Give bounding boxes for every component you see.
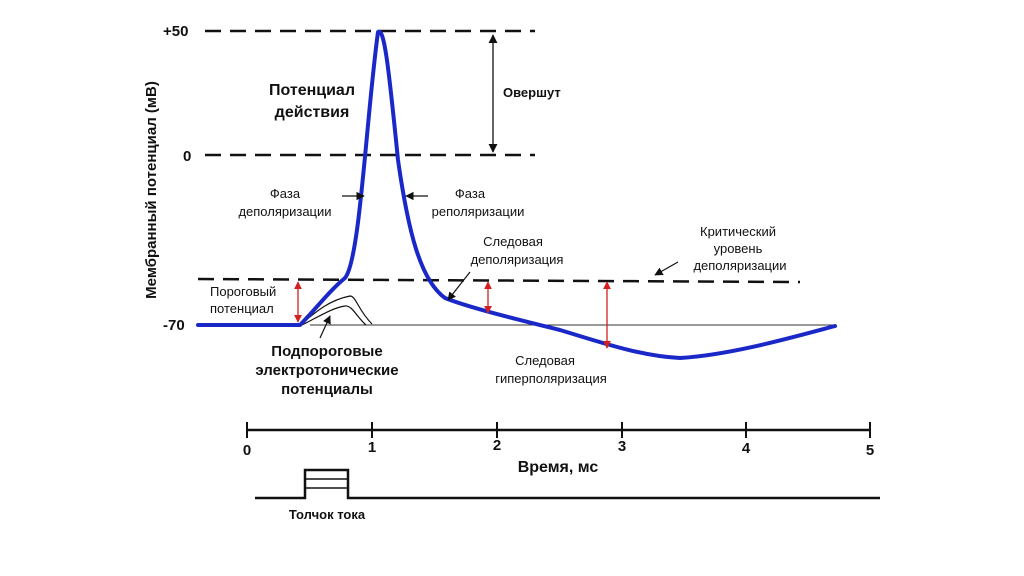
x-tick-3: 3: [618, 438, 626, 455]
y-tick-zero: 0: [183, 148, 191, 165]
trace-depol-label-line2: деполяризация: [471, 252, 564, 267]
x-tick-0: 0: [243, 442, 251, 459]
stimulus-label: Толчок тока: [289, 507, 366, 522]
x-tick-5: 5: [866, 442, 874, 459]
subthreshold-curve-2: [301, 305, 367, 326]
x-tick-1: 1: [368, 439, 376, 456]
trace-hyper-label-line2: гиперполяризация: [495, 371, 607, 386]
y-axis-title: Мембранный потенциал (мВ): [143, 81, 160, 299]
ap-label-line1: Потенциал: [269, 82, 355, 99]
subthreshold-pointer-arrow: [319, 315, 331, 339]
critical-level-dashed-line: [197, 277, 801, 284]
trace-depol-label-line1: Следовая: [483, 234, 543, 249]
trace-depol-pointer-arrow: [447, 271, 471, 301]
x-tick-4: 4: [742, 440, 751, 457]
repol-label-line1: Фаза: [455, 186, 486, 201]
subthreshold-label-line1: Подпороговые: [271, 343, 382, 360]
critical-pointer-arrow: [654, 261, 679, 276]
critical-label-line3: деполяризации: [693, 258, 786, 273]
threshold-label-line2: потенциал: [210, 301, 274, 316]
y-tick-minus70: -70: [163, 317, 185, 334]
x-axis-title: Время, мс: [518, 459, 599, 476]
x-tick-2: 2: [493, 437, 501, 454]
x-axis-ticks: [246, 422, 871, 438]
depol-label-line1: Фаза: [270, 186, 301, 201]
action-potential-curve: [196, 29, 837, 360]
y-tick-plus50: +50: [163, 23, 188, 40]
subthreshold-label-line2: электротонические: [255, 362, 398, 379]
depol-label-line2: деполяризации: [238, 204, 331, 219]
subthreshold-curve-1: [299, 295, 373, 326]
subthreshold-label-line3: потенциалы: [281, 381, 373, 398]
repol-label-line2: реполяризации: [432, 204, 525, 219]
critical-label-line1: Критический: [700, 224, 776, 239]
ap-label-line2: действия: [275, 104, 350, 121]
threshold-label-line1: Пороговый: [210, 284, 276, 299]
critical-label-line2: уровень: [714, 241, 763, 256]
trace-hyper-label-line1: Следовая: [515, 353, 575, 368]
overshoot-label: Овершут: [503, 85, 561, 100]
stimulus-trace: [255, 468, 880, 500]
